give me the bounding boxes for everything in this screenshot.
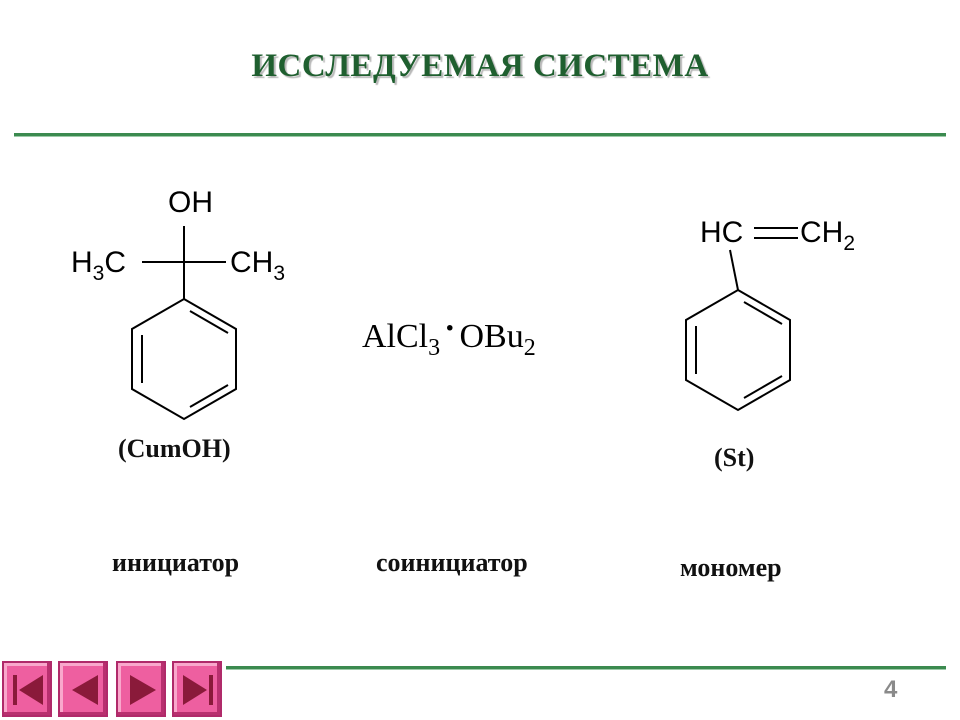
methyl-right-label: CH3 — [230, 246, 285, 286]
methyl-right-subscript: 3 — [273, 262, 286, 285]
ether-subscript: 2 — [523, 335, 536, 361]
monomer-caption: мономер — [680, 553, 782, 582]
vinyl-ch2-label: CH2 — [800, 216, 855, 256]
first-slide-button[interactable] — [2, 661, 52, 717]
hydroxyl-label: OH — [168, 186, 213, 219]
next-slide-button[interactable] — [116, 661, 166, 717]
monomer-abbreviation: (St) — [714, 443, 755, 472]
last-slide-button[interactable] — [172, 661, 222, 717]
top-divider — [14, 133, 946, 137]
methyl-right-ch: CH — [230, 246, 274, 279]
aluminum-chloride-text: AlCl — [362, 318, 429, 355]
vinyl-ch2-subscript: 2 — [843, 232, 856, 255]
chloride-subscript: 3 — [428, 335, 441, 361]
coinitiator-caption: соинициатор — [376, 548, 528, 577]
vinyl-ch-label: HC — [700, 216, 744, 249]
bottom-divider — [226, 666, 946, 670]
initiator-abbreviation: (CumOH) — [118, 434, 231, 463]
previous-slide-icon — [72, 675, 98, 705]
methyl-left-subscript: 3 — [92, 262, 105, 285]
methyl-left-c: C — [104, 246, 127, 279]
initiator-caption: инициатор — [112, 548, 240, 577]
methyl-left-label: H3C — [71, 246, 126, 286]
first-slide-icon — [13, 675, 43, 705]
slide-title: ИССЛЕДУЕМАЯ СИСТЕМА — [251, 48, 709, 84]
next-slide-icon — [130, 675, 156, 705]
last-slide-icon — [183, 675, 213, 705]
vinyl-ch2-text: CH — [800, 216, 844, 249]
coinitiator-formula: AlCl3·OBu2 — [362, 310, 536, 362]
dibutyl-ether-text: OBu — [459, 318, 524, 355]
previous-slide-button[interactable] — [58, 661, 108, 717]
adduct-dot: · — [444, 310, 456, 347]
page-number: 4 — [884, 676, 898, 703]
methyl-left-h: H — [71, 246, 93, 279]
